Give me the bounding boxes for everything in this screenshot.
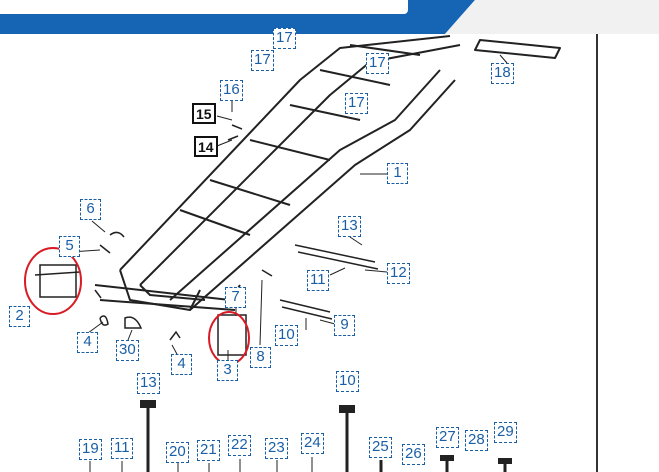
callout-17: 17 bbox=[273, 28, 296, 49]
callout-17: 17 bbox=[366, 53, 389, 74]
callout-12: 12 bbox=[387, 263, 410, 284]
header-title-box bbox=[0, 0, 408, 14]
callout-10: 10 bbox=[275, 325, 298, 346]
callout-8: 8 bbox=[250, 347, 271, 368]
callout-11: 11 bbox=[111, 438, 133, 459]
callout-5: 5 bbox=[59, 236, 80, 257]
callout-23: 23 bbox=[265, 438, 288, 459]
callout-18: 18 bbox=[491, 63, 514, 84]
callout-15: 15 bbox=[192, 103, 216, 124]
highlight-circle-right bbox=[208, 311, 250, 365]
callout-17: 17 bbox=[251, 50, 274, 71]
callout-19: 19 bbox=[79, 439, 102, 460]
callout-10: 10 bbox=[336, 371, 359, 392]
callout-29: 29 bbox=[494, 422, 517, 443]
callout-2: 2 bbox=[9, 306, 30, 327]
callout-21: 21 bbox=[197, 440, 220, 461]
callout-11: 11 bbox=[307, 270, 329, 291]
callout-13: 13 bbox=[137, 373, 160, 394]
callout-7: 7 bbox=[225, 287, 246, 308]
callout-17: 17 bbox=[345, 93, 368, 114]
callout-1: 1 bbox=[387, 163, 408, 184]
callout-6: 6 bbox=[80, 199, 101, 220]
callout-4: 4 bbox=[171, 354, 192, 375]
callout-16: 16 bbox=[220, 80, 243, 101]
callout-27: 27 bbox=[436, 427, 459, 448]
callout-25: 25 bbox=[369, 437, 392, 458]
callout-30: 30 bbox=[116, 340, 139, 361]
callout-9: 9 bbox=[334, 315, 355, 336]
right-divider bbox=[596, 34, 598, 472]
highlight-circle-left bbox=[24, 247, 82, 315]
callout-28: 28 bbox=[465, 430, 488, 451]
callout-3: 3 bbox=[217, 360, 238, 381]
callout-13: 13 bbox=[338, 216, 361, 237]
callout-14: 14 bbox=[194, 136, 218, 157]
callout-22: 22 bbox=[228, 435, 251, 456]
callout-26: 26 bbox=[402, 444, 425, 465]
callout-4: 4 bbox=[77, 332, 98, 353]
callout-24: 24 bbox=[301, 433, 324, 454]
callout-20: 20 bbox=[166, 442, 189, 463]
